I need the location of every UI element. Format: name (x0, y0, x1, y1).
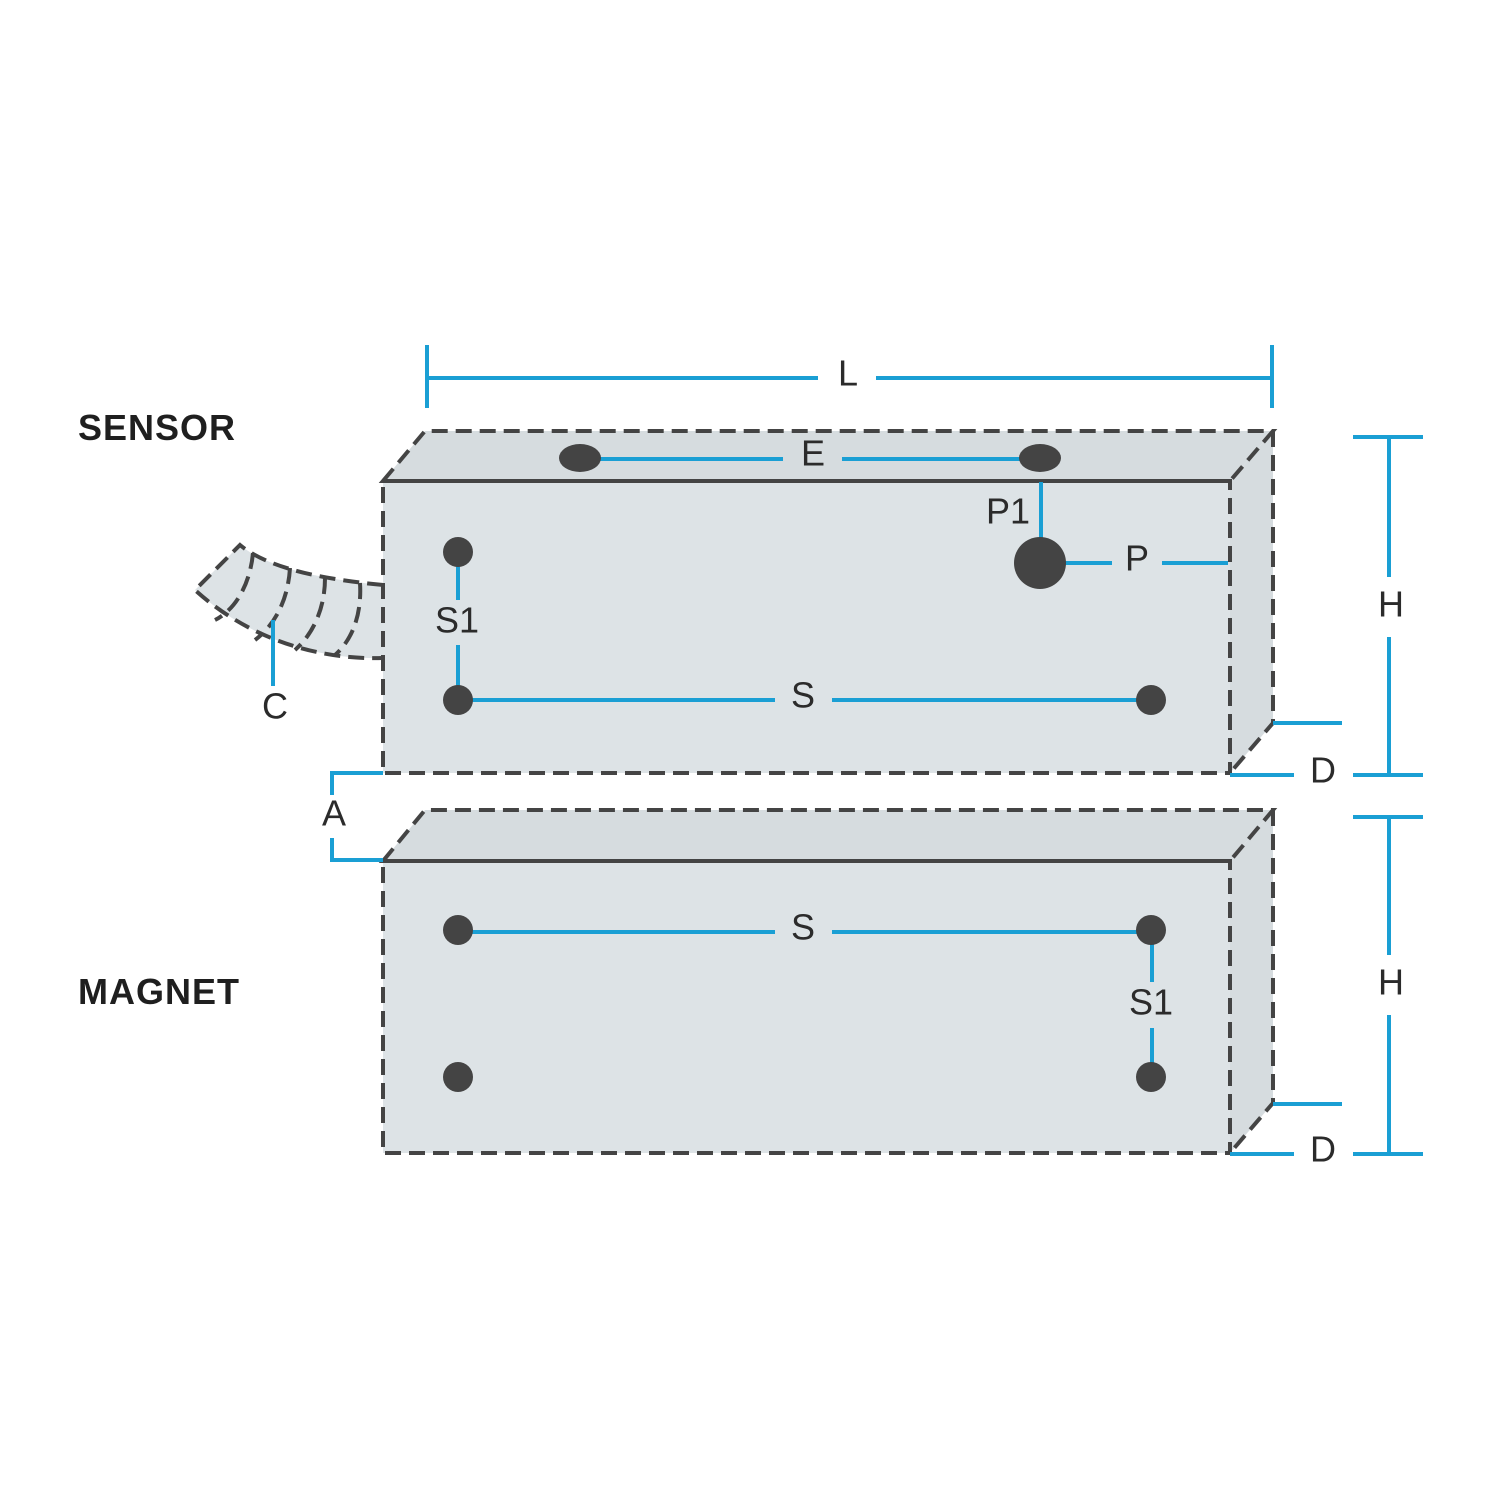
dimension-E: E (559, 433, 1061, 474)
label-H: H (1378, 584, 1404, 625)
magnet-title: MAGNET (78, 971, 240, 1012)
magnet-dimension-H-D: H D (1230, 815, 1423, 1170)
dimension-A: A (322, 771, 383, 862)
dimension-L: L (425, 345, 1274, 408)
mounting-hole (443, 537, 473, 567)
label-E: E (801, 433, 825, 474)
mounting-hole (1136, 685, 1166, 715)
mounting-hole (1136, 915, 1166, 945)
label-S1: S1 (1129, 982, 1173, 1023)
magnet-hole-spacing: S S1 (443, 907, 1173, 1092)
mounting-hole (443, 915, 473, 945)
sensor-cable (192, 542, 384, 661)
label-C: C (262, 686, 288, 727)
label-D: D (1310, 1129, 1336, 1170)
dimension-P: P1 P (986, 482, 1228, 589)
mounting-hole (1136, 1062, 1166, 1092)
magnet-body (378, 808, 1278, 1155)
dimension-C: C (262, 620, 288, 727)
sensor-dimension-H-D: H D (1230, 435, 1423, 791)
top-hole-right (1019, 444, 1061, 472)
label-S: S (791, 907, 815, 948)
label-P: P (1125, 538, 1149, 579)
label-A: A (322, 793, 346, 834)
sensor-port (1014, 537, 1066, 589)
label-H: H (1378, 962, 1404, 1003)
sensor-body (378, 429, 1278, 775)
label-D: D (1310, 750, 1336, 791)
mounting-hole (443, 685, 473, 715)
label-S: S (791, 675, 815, 716)
mounting-hole (443, 1062, 473, 1092)
label-L: L (838, 353, 858, 394)
sensor-title: SENSOR (78, 407, 236, 448)
top-hole-left (559, 444, 601, 472)
label-S1: S1 (435, 600, 479, 641)
sensor-hole-spacing: S1 S (435, 537, 1166, 716)
label-P1: P1 (986, 491, 1030, 532)
